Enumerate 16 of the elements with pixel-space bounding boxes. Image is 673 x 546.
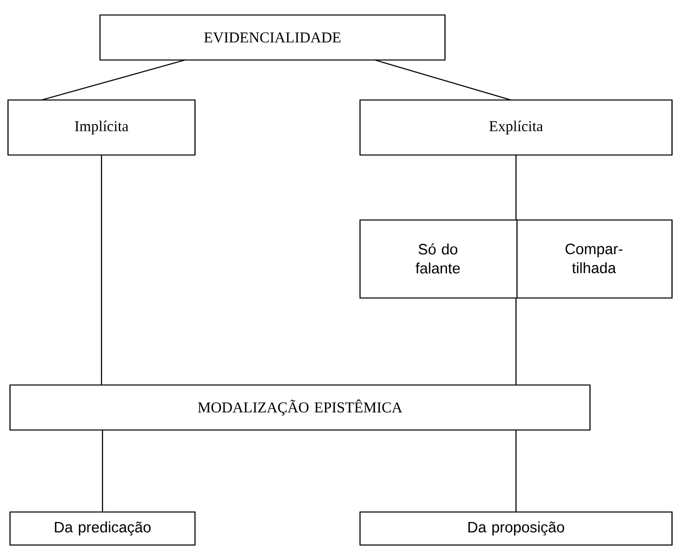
heading-box: MODALIZAÇÃO EPISTÊMICA: [9, 384, 591, 431]
category-box: Da proposição: [359, 511, 673, 546]
cell: Compar-tilhada: [566, 244, 622, 274]
title-box: EVIDENCIALIDADE: [99, 14, 446, 61]
connector-line: [100, 155, 102, 385]
connector-line: [102, 430, 104, 512]
connector-line: [515, 155, 517, 220]
connector-line: [515, 430, 517, 512]
category-box: Implícita: [7, 99, 196, 156]
category-box: Explícita: [359, 99, 673, 156]
category-box: Da predicação: [9, 511, 196, 546]
connector-line: [41, 59, 186, 101]
connector-line: [374, 59, 512, 101]
split-box: [359, 219, 673, 299]
cell: Só do falante: [416, 243, 460, 274]
connector-line: [515, 298, 517, 385]
